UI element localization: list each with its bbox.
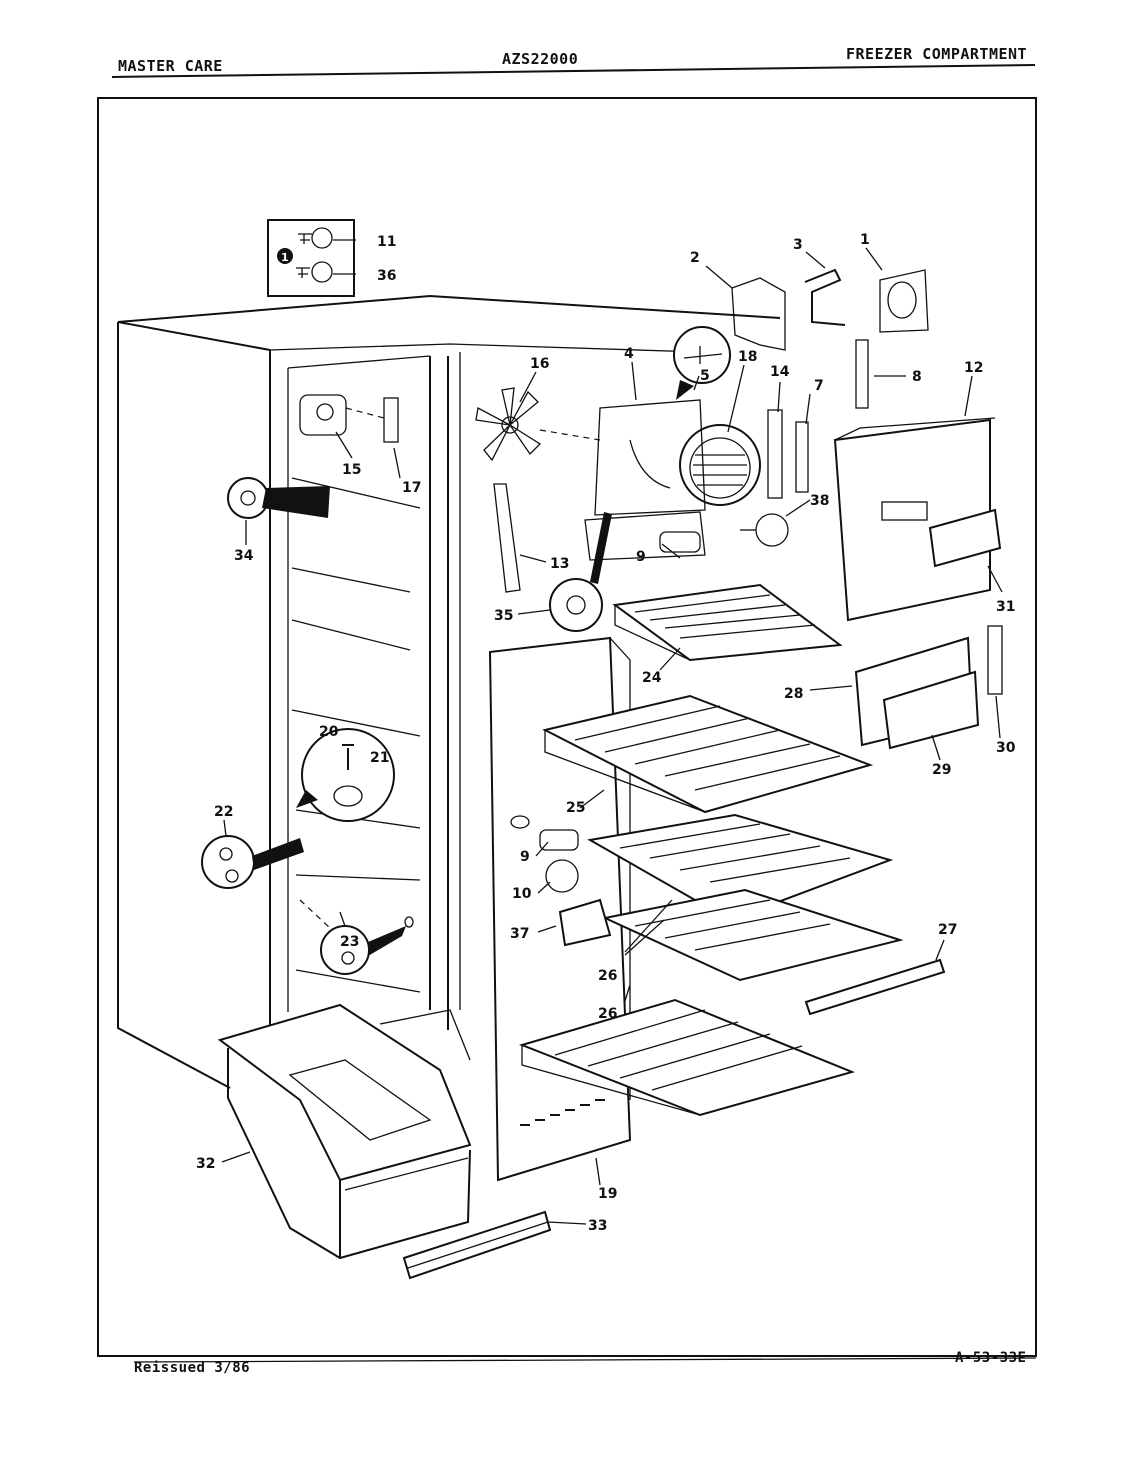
part-4-shape xyxy=(584,399,706,561)
header-center: AZS22000 xyxy=(502,50,579,68)
callout-27: 27 xyxy=(938,922,957,938)
callout-35: 35 xyxy=(494,608,513,624)
part-37-shape xyxy=(558,898,612,947)
part-12-shape xyxy=(833,417,996,622)
callout-29: 29 xyxy=(932,762,951,778)
footer-rule xyxy=(133,1357,1037,1363)
callout-26a: 26 xyxy=(598,968,617,984)
header-rule xyxy=(111,64,1036,78)
part-26b-shape xyxy=(601,888,904,982)
callout-33: 33 xyxy=(588,1218,607,1234)
part-24-shape xyxy=(612,583,843,662)
part-29-shape xyxy=(882,670,980,750)
part-32-shape xyxy=(217,1003,472,1260)
footer-right: A-53-33E xyxy=(955,1350,1027,1366)
callout-14: 14 xyxy=(770,364,790,380)
part-38-shape xyxy=(740,513,789,547)
part-18-shape xyxy=(679,424,761,506)
callout-23: 23 xyxy=(340,934,359,950)
callout-16: 16 xyxy=(530,356,549,372)
part-9a-shape xyxy=(659,531,701,553)
part-15-shape xyxy=(299,394,347,436)
header-left: MASTER CARE xyxy=(118,57,223,75)
callout-25: 25 xyxy=(566,800,585,816)
callout-38: 38 xyxy=(810,493,829,509)
callout-30: 30 xyxy=(996,740,1016,756)
part-31-shape xyxy=(928,508,1002,568)
callout-15: 15 xyxy=(342,462,361,478)
callout-12: 12 xyxy=(964,360,983,376)
header-right: FREEZER COMPARTMENT xyxy=(846,45,1028,63)
callout-5: 5 xyxy=(700,368,710,384)
callout-18: 18 xyxy=(738,349,757,365)
callout-21: 21 xyxy=(370,750,389,766)
callout-13: 13 xyxy=(550,556,569,572)
callout-17: 17 xyxy=(402,480,421,496)
part-1-shape xyxy=(879,269,929,333)
part-5-shape xyxy=(673,326,731,400)
part-13-shape xyxy=(493,483,521,593)
part-35-shape xyxy=(549,512,612,632)
callout-26b: 26 xyxy=(598,1006,617,1022)
part-20-21-shape xyxy=(296,728,395,822)
part-2-shape xyxy=(731,277,786,351)
inset-marker: 1 xyxy=(281,251,289,264)
part-3-shape xyxy=(804,268,846,326)
part-9b-shape xyxy=(539,829,579,851)
callout-28: 28 xyxy=(784,686,803,702)
part-17-shape xyxy=(383,397,399,443)
part-34-shape xyxy=(227,477,330,519)
callout-9a: 9 xyxy=(636,549,646,565)
part-11-shape xyxy=(311,227,333,249)
part-30-shape xyxy=(987,625,1003,695)
callout-2: 2 xyxy=(690,250,700,266)
part-36-shape xyxy=(311,261,333,283)
part-8-shape xyxy=(855,339,869,409)
callout-22: 22 xyxy=(214,804,233,820)
part-25-shape xyxy=(542,694,874,814)
callout-36: 36 xyxy=(377,268,396,284)
callout-20: 20 xyxy=(319,724,339,740)
diagram-frame xyxy=(97,97,1037,1357)
callout-3: 3 xyxy=(793,237,803,253)
callout-37: 37 xyxy=(510,926,529,942)
leader-lines xyxy=(221,247,1003,1225)
inset-marker-circle xyxy=(277,248,293,264)
part-7-shape xyxy=(795,421,809,493)
part-26c-shape xyxy=(518,998,856,1117)
callout-34: 34 xyxy=(234,548,254,564)
cabinet xyxy=(117,294,781,1089)
inset-box: 1 xyxy=(267,219,356,297)
part-19-shape xyxy=(488,636,632,1182)
callout-10: 10 xyxy=(512,886,532,902)
part-22-shape xyxy=(201,835,304,889)
part-10-shape xyxy=(545,859,579,893)
part-14-shape xyxy=(767,409,783,499)
callout-9b: 9 xyxy=(520,849,530,865)
callout-7: 7 xyxy=(814,378,824,394)
footer-left: Reissued 3/86 xyxy=(134,1360,251,1376)
part-23-shape xyxy=(299,899,414,975)
callout-24: 24 xyxy=(642,670,662,686)
part-27-shape xyxy=(804,958,946,1016)
part-33-shape xyxy=(402,1210,552,1280)
callout-4: 4 xyxy=(624,346,634,362)
part-26a-shape xyxy=(587,813,894,922)
callout-19: 19 xyxy=(598,1186,617,1202)
callouts: 1 2 3 4 5 7 8 9 9 10 11 12 13 14 15 16 1… xyxy=(196,232,1016,1234)
callout-31: 31 xyxy=(996,599,1015,615)
callout-32: 32 xyxy=(196,1156,215,1172)
callout-8: 8 xyxy=(912,369,922,385)
callout-1: 1 xyxy=(860,232,870,248)
callout-11: 11 xyxy=(377,234,396,250)
part-16-shape xyxy=(475,387,542,462)
